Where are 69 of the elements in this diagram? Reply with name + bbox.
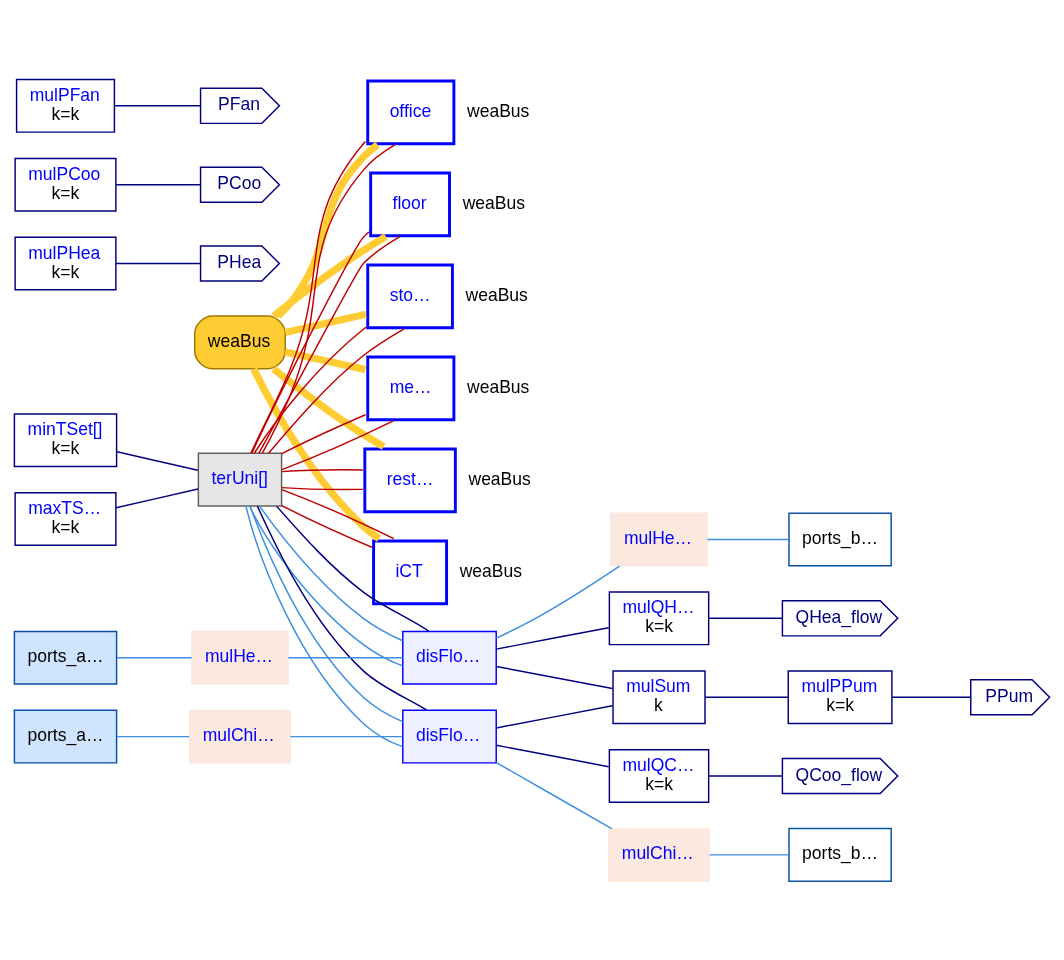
node-box: disFlo…	[402, 630, 497, 685]
connector	[258, 505, 404, 642]
connector	[116, 451, 199, 472]
connector	[271, 365, 386, 450]
connector	[707, 617, 783, 620]
connector	[258, 235, 401, 455]
node-label: weaBus	[465, 284, 528, 305]
node-box: mulPFan k=k	[15, 78, 116, 133]
connector	[248, 505, 404, 667]
node-box: mulSum k	[612, 670, 706, 725]
connector	[706, 538, 790, 541]
node-box: minTSet[] k=k	[13, 413, 118, 468]
connector	[281, 419, 395, 471]
node-box: weaBus	[194, 315, 286, 370]
connector	[708, 854, 790, 856]
node-box: ports_a…	[13, 630, 118, 685]
node-box: terUni[]	[197, 452, 283, 507]
connector	[250, 367, 382, 542]
node-box: maxTS… k=k	[14, 492, 117, 547]
connector	[281, 486, 364, 491]
node-box: disFlo…	[402, 709, 497, 764]
connector	[891, 696, 972, 698]
connector	[281, 504, 373, 548]
node-label: weaBus	[467, 100, 530, 121]
node-box: mulQC… k=k	[608, 749, 710, 804]
node-label: weaBus	[462, 192, 525, 213]
node-box: mulPCoo k=k	[14, 157, 117, 212]
connector	[284, 348, 367, 374]
connector	[116, 657, 193, 659]
connector	[115, 262, 201, 265]
connector	[284, 310, 367, 337]
node-box: ports_b…	[788, 827, 892, 882]
connector	[495, 744, 610, 768]
connector	[704, 696, 789, 698]
connector	[281, 469, 364, 473]
node-box: mulPPum k=k	[787, 670, 893, 725]
node-box: ports_a…	[13, 709, 118, 764]
connector	[253, 326, 367, 454]
connector	[495, 705, 614, 729]
connector	[495, 626, 610, 650]
connector	[115, 488, 199, 509]
connector	[495, 665, 614, 690]
connector	[281, 414, 367, 455]
connector	[281, 488, 395, 540]
connector	[261, 143, 396, 454]
node-label: weaBus	[468, 468, 531, 489]
connector	[115, 183, 201, 186]
connector	[495, 761, 613, 830]
node-box: mulPHea k=k	[14, 236, 117, 291]
connector	[276, 505, 430, 632]
connector	[250, 140, 367, 454]
node-box: mulHe…	[610, 512, 708, 567]
connector	[116, 735, 190, 738]
node-box: mulQH… k=k	[608, 591, 710, 646]
connector	[707, 775, 783, 777]
node-box: ports_b…	[788, 512, 892, 567]
node-box: mulHe…	[191, 630, 289, 685]
connector	[256, 505, 428, 711]
connector	[251, 231, 370, 454]
connector	[495, 565, 621, 639]
node-box: mulChi…	[188, 709, 292, 764]
connector	[114, 105, 201, 107]
connector	[289, 735, 403, 738]
connector	[271, 233, 388, 319]
connector	[267, 328, 405, 455]
node-box: mulChi…	[607, 827, 711, 882]
connector	[287, 657, 404, 659]
node-label: weaBus	[467, 376, 530, 397]
node-label: weaBus	[459, 560, 523, 581]
